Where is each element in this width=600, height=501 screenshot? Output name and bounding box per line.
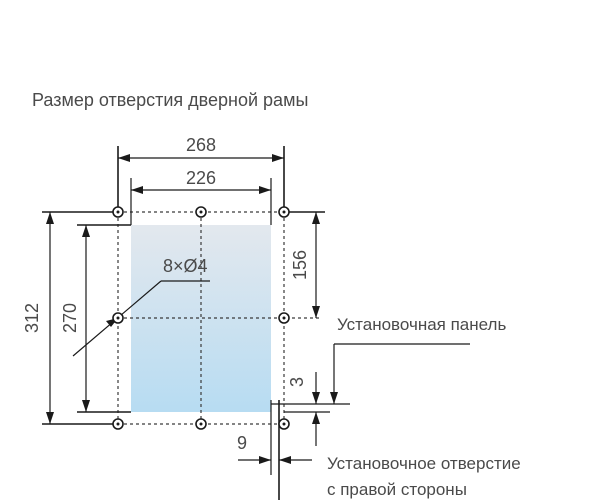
hole-mid-left [112,312,124,324]
dimension-9-label: 9 [237,433,247,453]
dimension-3: 3 [271,372,350,446]
holes-spec-label: 8×Ø4 [163,256,208,276]
hole-bottom-center [195,418,207,430]
dimension-270: 270 [60,224,131,413]
hole-top-center [195,206,207,218]
hole-bottom-right [278,418,290,430]
dimension-3-label: 3 [287,377,307,387]
right-hole-label-line2: с правой стороны [327,480,467,499]
dimension-312: 312 [22,211,118,425]
dimension-9: 9 [237,400,312,500]
dimension-270-label: 270 [60,303,80,333]
hole-top-left [112,206,124,218]
dimension-156: 156 [284,211,325,318]
dimension-226: 226 [130,168,272,225]
mounting-panel-label: Установочная панель [337,315,506,334]
right-hole-callout: Установочное отверстие с правой стороны [327,454,521,499]
mounting-holes [112,206,290,430]
dimension-268: 268 [117,135,285,212]
dimension-312-label: 312 [22,303,42,333]
right-hole-label-line1: Установочное отверстие [327,454,521,473]
mounting-panel-callout: Установочная панель [330,315,506,404]
dimension-226-label: 226 [186,168,216,188]
dimension-268-label: 268 [186,135,216,155]
hole-top-right [278,206,290,218]
dimension-156-label: 156 [290,250,310,280]
hole-mid-right [278,312,290,324]
hole-bottom-left [112,418,124,430]
diagram-caption: Размер отверстия дверной рамы [32,90,308,110]
